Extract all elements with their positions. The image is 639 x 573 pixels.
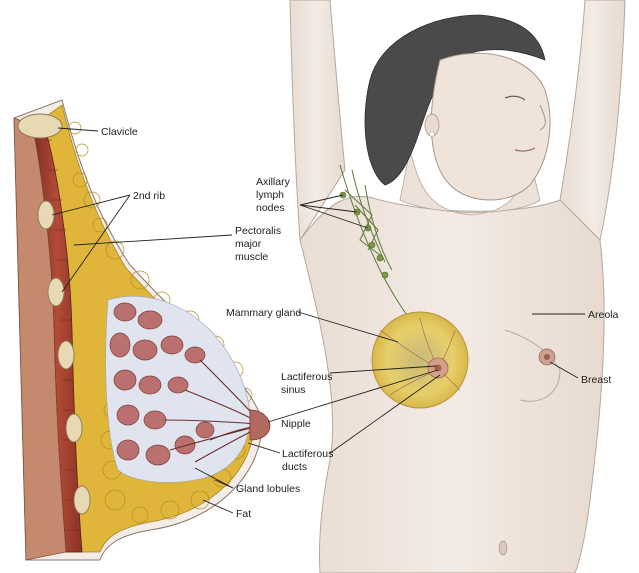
label-axillary-line1: Axillary [256, 176, 291, 188]
nipple-section [250, 410, 270, 440]
label-axillary-line3: nodes [256, 202, 285, 214]
label-clavicle: Clavicle [101, 126, 138, 138]
right-raised-arm [560, 0, 625, 240]
label-lactiferous-ducts-line2: ducts [282, 461, 307, 473]
mammary-gland-view [372, 312, 468, 408]
navel [499, 541, 507, 555]
label-pectoralis-line2: major [235, 238, 262, 250]
label-mammary-gland: Mammary gland [226, 307, 301, 319]
face [431, 53, 550, 200]
label-lactiferous-ducts-line1: Lactiferous [282, 448, 333, 460]
label-lactiferous-sinus-line2: sinus [281, 384, 306, 396]
label-breast: Breast [581, 374, 611, 386]
label-pectoralis-line3: muscle [235, 251, 268, 263]
label-axillary-line2: lymph [256, 189, 284, 201]
label-gland-lobules: Gland lobules [236, 483, 300, 495]
torso-figure [290, 0, 625, 573]
sagittal-section [14, 100, 270, 560]
earring [430, 132, 435, 137]
label-pectoralis-line1: Pectoralis [235, 225, 281, 237]
label-nipple: Nipple [281, 418, 311, 430]
nipple-right [544, 354, 550, 360]
clavicle-bone [18, 114, 62, 138]
label-areola: Areola [588, 309, 619, 321]
label-2nd-rib: 2nd rib [133, 190, 165, 202]
label-lactiferous-sinus-line1: Lactiferous [281, 371, 332, 383]
label-fat: Fat [236, 508, 251, 520]
